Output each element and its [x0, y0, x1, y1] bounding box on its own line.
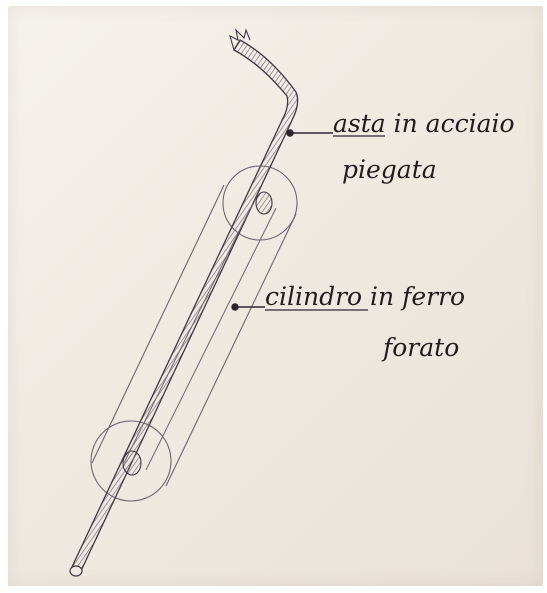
rod-leader-dot [287, 130, 293, 136]
rod-end [70, 566, 82, 576]
rod-section-top [256, 192, 272, 214]
rod-label-line2: piegata [342, 155, 437, 184]
cylinder-label-line2: forato [381, 333, 459, 362]
cylinder [91, 166, 297, 501]
rod-section-bottom [123, 451, 141, 475]
rod-label-line1: asta in acciaio [333, 109, 515, 138]
cylinder-label-line1: cilindro in ferro [265, 282, 465, 311]
cylinder-leader-dot [232, 304, 238, 310]
cylinder-right-edge [166, 214, 296, 486]
cylinder-left-edge [92, 185, 224, 463]
steel-rod [70, 30, 298, 576]
